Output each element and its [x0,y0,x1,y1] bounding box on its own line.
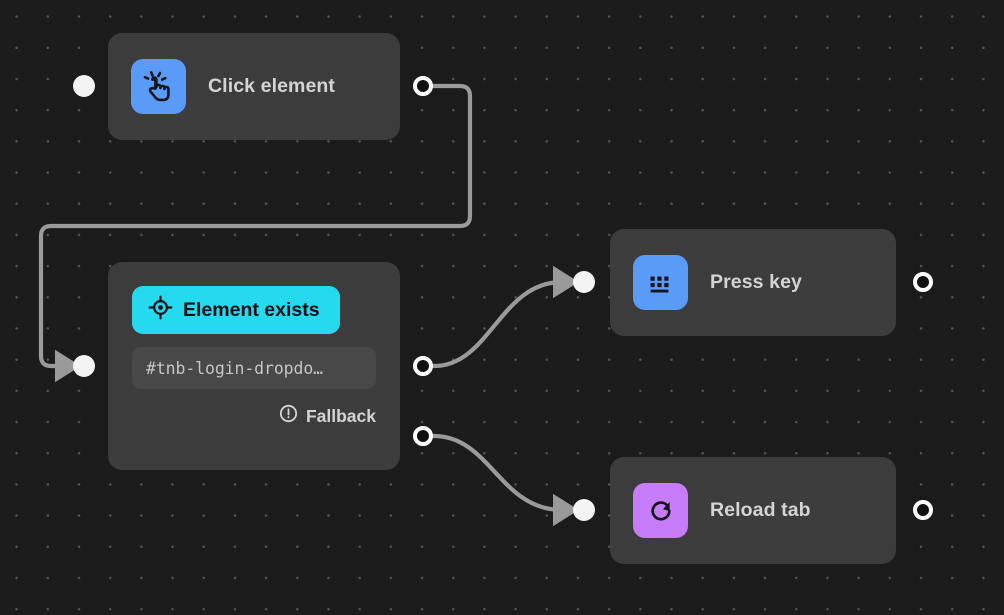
info-circle-icon [279,404,298,428]
node-title: Reload tab [710,499,811,521]
input-port-click-element[interactable] [73,75,95,97]
reload-icon [633,483,688,538]
click-hand-icon [131,59,186,114]
fallback-row[interactable]: Fallback [132,404,376,428]
output-port-element-exists-fallback[interactable] [413,426,433,446]
fallback-label: Fallback [305,405,376,426]
node-reload-tab[interactable]: Reload tab [610,457,896,564]
node-title: Press key [710,271,802,293]
input-port-reload-tab[interactable] [573,499,595,521]
output-port-click-element[interactable] [413,76,433,96]
output-port-reload-tab[interactable] [913,500,933,520]
crosshair-target-icon [148,295,173,325]
node-press-key[interactable]: Press key [610,229,896,336]
condition-badge-label: Element exists [183,298,320,321]
condition-badge[interactable]: Element exists [132,286,340,334]
output-port-press-key[interactable] [913,272,933,292]
output-port-element-exists-true[interactable] [413,356,433,376]
keyboard-icon [633,255,688,310]
node-title: Click element [208,75,336,97]
node-element-exists[interactable]: Element exists #tnb-login-dropdo… Fallba… [108,262,400,470]
selector-field[interactable]: #tnb-login-dropdo… [132,347,376,389]
input-port-press-key[interactable] [573,271,595,293]
edge-condition-to-press-key [431,265,579,369]
edge-condition-to-reload-tab [431,433,579,527]
node-click-element[interactable]: Click element [108,33,400,140]
selector-value: #tnb-login-dropdo… [146,358,324,378]
input-port-element-exists[interactable] [73,355,95,377]
